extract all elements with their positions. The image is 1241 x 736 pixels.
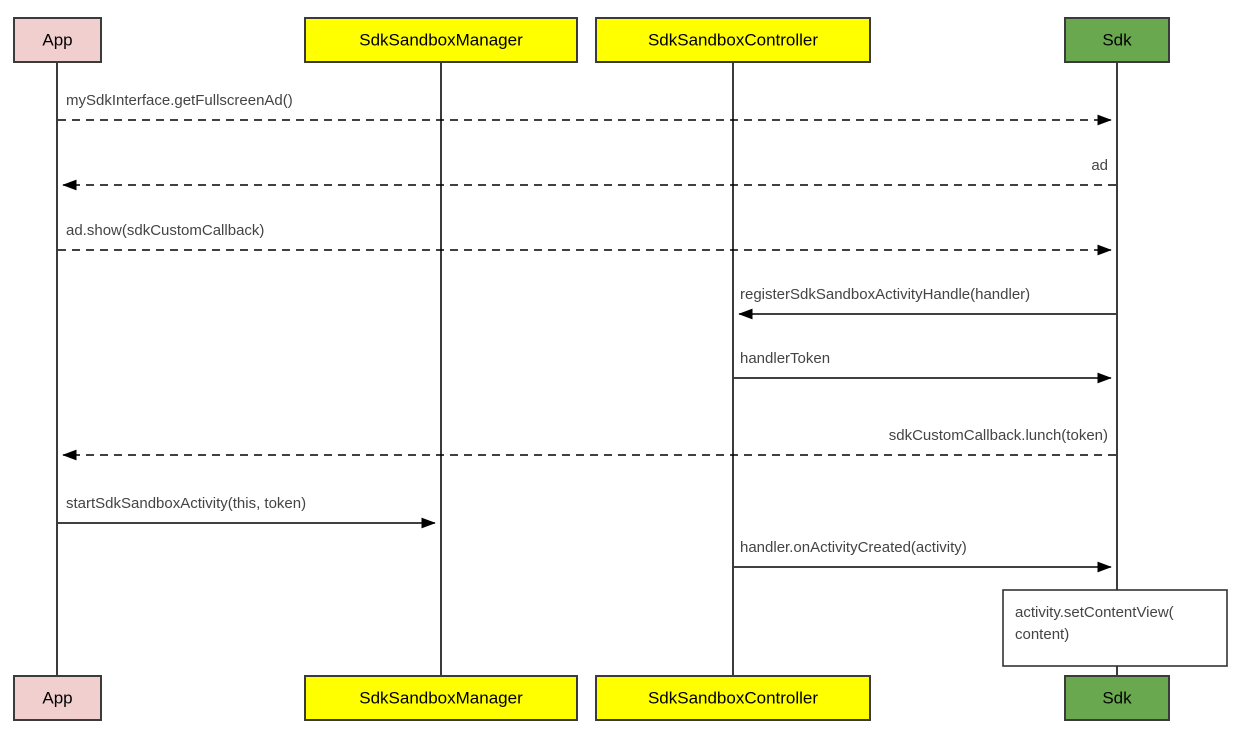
actor-box-app-foot[interactable] [13, 675, 102, 721]
notes-layer: activity.setContentView( content) [1002, 589, 1228, 667]
message-m4: registerSdkSandboxActivityHandle(handler… [738, 286, 1116, 320]
actor-head-app[interactable]: App [13, 17, 102, 63]
actor-label-manager-foot: SdkSandboxManager [359, 688, 523, 707]
message-label-m4: registerSdkSandboxActivityHandle(handler… [740, 286, 1030, 303]
actor-label-app-head: App [42, 30, 72, 49]
message-label-m3: ad.show(sdkCustomCallback) [66, 222, 264, 239]
note-n1: activity.setContentView( content) [1002, 589, 1228, 667]
message-label-m8: handler.onActivityCreated(activity) [740, 539, 967, 556]
message-label-m5: handlerToken [740, 350, 830, 367]
actor-label-sdk-head: Sdk [1102, 30, 1132, 49]
actor-label-sdk-foot: Sdk [1102, 688, 1132, 707]
note-text-line-1: activity.setContentView( [1015, 604, 1174, 621]
message-m1: mySdkInterface.getFullscreenAd() [58, 92, 1112, 126]
message-m2: ad [62, 157, 1116, 191]
actor-box-controller-head[interactable] [595, 17, 871, 63]
message-m8: handler.onActivityCreated(activity) [734, 539, 1112, 573]
actor-foot-controller[interactable]: SdkSandboxController [595, 675, 871, 721]
actor-box-app-head[interactable] [13, 17, 102, 63]
message-m6: sdkCustomCallback.lunch(token) [62, 427, 1116, 461]
actor-foot-manager[interactable]: SdkSandboxManager [304, 675, 578, 721]
message-label-m2: ad [1091, 157, 1108, 174]
actor-label-controller-head: SdkSandboxController [648, 30, 818, 49]
actor-label-app-foot: App [42, 688, 72, 707]
message-label-m7: startSdkSandboxActivity(this, token) [66, 495, 306, 512]
actor-foot-sdk[interactable]: Sdk [1064, 675, 1170, 721]
message-label-m6: sdkCustomCallback.lunch(token) [889, 427, 1108, 444]
message-m5: handlerToken [734, 350, 1112, 384]
message-m3: ad.show(sdkCustomCallback) [58, 222, 1112, 256]
actor-head-sdk[interactable]: Sdk [1064, 17, 1170, 63]
message-m7: startSdkSandboxActivity(this, token) [58, 495, 436, 529]
actor-label-controller-foot: SdkSandboxController [648, 688, 818, 707]
message-label-m1: mySdkInterface.getFullscreenAd() [66, 92, 293, 109]
messages-layer: mySdkInterface.getFullscreenAd() ad ad.sho… [58, 92, 1116, 573]
actor-foot-app[interactable]: App [13, 675, 102, 721]
actor-box-sdk-head[interactable] [1064, 17, 1170, 63]
actor-boxes-layer: AppAppSdkSandboxManagerSdkSandboxManager… [13, 17, 1170, 721]
lifelines-layer [56, 62, 1118, 676]
actor-box-sdk-foot[interactable] [1064, 675, 1170, 721]
actor-head-manager[interactable]: SdkSandboxManager [304, 17, 578, 63]
actor-box-manager-head[interactable] [304, 17, 578, 63]
note-text-line-2: content) [1015, 626, 1069, 643]
note-box-n1 [1002, 589, 1228, 667]
actor-head-controller[interactable]: SdkSandboxController [595, 17, 871, 63]
actor-label-manager-head: SdkSandboxManager [359, 30, 523, 49]
actor-box-controller-foot[interactable] [595, 675, 871, 721]
actor-box-manager-foot[interactable] [304, 675, 578, 721]
